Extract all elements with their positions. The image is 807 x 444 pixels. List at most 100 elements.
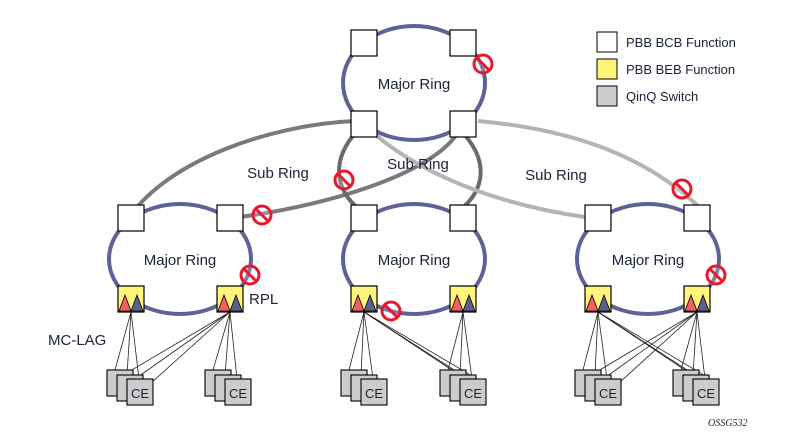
major-ring-right-label: Major Ring [612,252,685,269]
top-ring-bcb-br [449,110,477,138]
red-triangle-icon [118,293,132,312]
block-right-ring-icon [705,264,727,286]
mc-lag-links [114,311,718,384]
sub-ring-left-arc-inner [239,120,465,219]
red-triangle-icon [684,293,698,312]
ce-switch [126,378,154,406]
block-left-ring-tr-icon [251,204,273,226]
link-line [696,311,706,380]
ce-stack: CE [672,369,720,406]
link-line [363,311,469,380]
sub-ring-right-label: Sub Ring [525,167,587,184]
link-line [212,311,231,371]
ce-label: CE [464,386,482,401]
top-ring-bcb-tr [449,29,477,57]
link-line [594,311,599,376]
legend: PBB BCB Function PBB BEB Function QinQ S… [596,31,736,107]
sub-ring-middle-label: Sub Ring [387,156,449,173]
blue-triangle-icon [696,293,710,312]
blue-triangle-icon [363,293,377,312]
link-line [224,311,231,376]
ce-stack: CE [340,369,388,406]
right-ring-bcb-tr [683,204,711,232]
link-line [363,311,374,380]
middle-ring-bcb-tl [350,204,378,232]
link-line [602,311,698,380]
link-line [459,311,464,376]
sub-ring-left [128,119,465,219]
middle-ring-bcb-tr [449,204,477,232]
major-ring-top [341,24,487,142]
link-line [126,311,132,376]
legend-label-qinq: QinQ Switch [626,89,698,104]
link-line [134,311,231,380]
top-ring-bcb-bl [350,110,378,138]
major-ring-top-label: Major Ring [378,76,451,93]
ce-switch [224,378,252,406]
left-ring-beb-2 [216,285,244,313]
major-ring-middle [341,202,487,316]
link-line [597,311,608,380]
ce-stack: CE [106,369,154,406]
link-line [348,311,365,371]
link-line [692,311,698,376]
ce-label: CE [131,386,149,401]
left-ring-bcb-tr [216,204,244,232]
sub-ring-middle-arc-right [458,128,483,212]
ce-label: CE [365,386,383,401]
sub-ring-right-arc-inner [368,128,586,219]
mc-lag-label: MC-LAG [48,332,106,349]
legend-swatch-beb [596,58,618,80]
link-line [150,311,231,384]
blue-triangle-icon [462,293,476,312]
blue-triangle-icon [229,293,243,312]
major-ring-left [107,202,253,316]
legend-label-bcb: PBB BCB Function [626,35,736,50]
ce-stack: CE [204,369,252,406]
right-ring-beb-1 [584,285,612,313]
legend-label-beb: PBB BEB Function [626,62,735,77]
right-ring-beb-2 [683,285,711,313]
left-ring-bcb-tl [117,204,145,232]
middle-ring-beb-1 [350,285,378,313]
blue-triangle-icon [130,293,144,312]
link-line [618,311,698,384]
sub-ring-left-arc-outer [128,119,355,218]
major-ring-right [575,202,721,316]
red-triangle-icon [585,293,599,312]
ce-switch [594,378,622,406]
ce-switch [692,378,720,406]
sub-ring-right-arc-outer [477,119,702,210]
middle-ring-beb-2 [449,285,477,313]
red-triangle-icon [450,293,464,312]
link-line [360,311,365,376]
link-line [447,311,464,371]
red-triangle-icon [351,293,365,312]
block-sub-ring-right-icon [671,178,693,200]
ce-stack: CE [574,369,622,406]
major-ring-middle-label: Major Ring [378,252,451,269]
rpl-label: RPL [249,291,278,308]
ce-switch [360,378,388,406]
sub-ring-right [368,119,702,219]
block-top-ring-icon [472,53,494,75]
block-middle-ring-icon [380,300,402,322]
link-line [680,311,698,371]
block-sub-ring-left-inner-icon [333,169,355,191]
ce-label: CE [599,386,617,401]
block-left-ring-rpl-icon [239,264,261,286]
ce-label: CE [697,386,715,401]
red-triangle-icon [217,293,231,312]
figure-id: OSSG532 [708,418,747,429]
ce-label: CE [229,386,247,401]
sub-ring-left-label: Sub Ring [247,165,309,182]
blue-triangle-icon [597,293,611,312]
major-ring-left-label: Major Ring [144,252,217,269]
right-ring-bcb-tl [584,204,612,232]
left-ring-beb-1 [117,285,145,313]
ce-stack: CE [439,369,487,406]
link-line [130,311,140,380]
link-line [114,311,132,371]
legend-swatch-qinq [596,85,618,107]
